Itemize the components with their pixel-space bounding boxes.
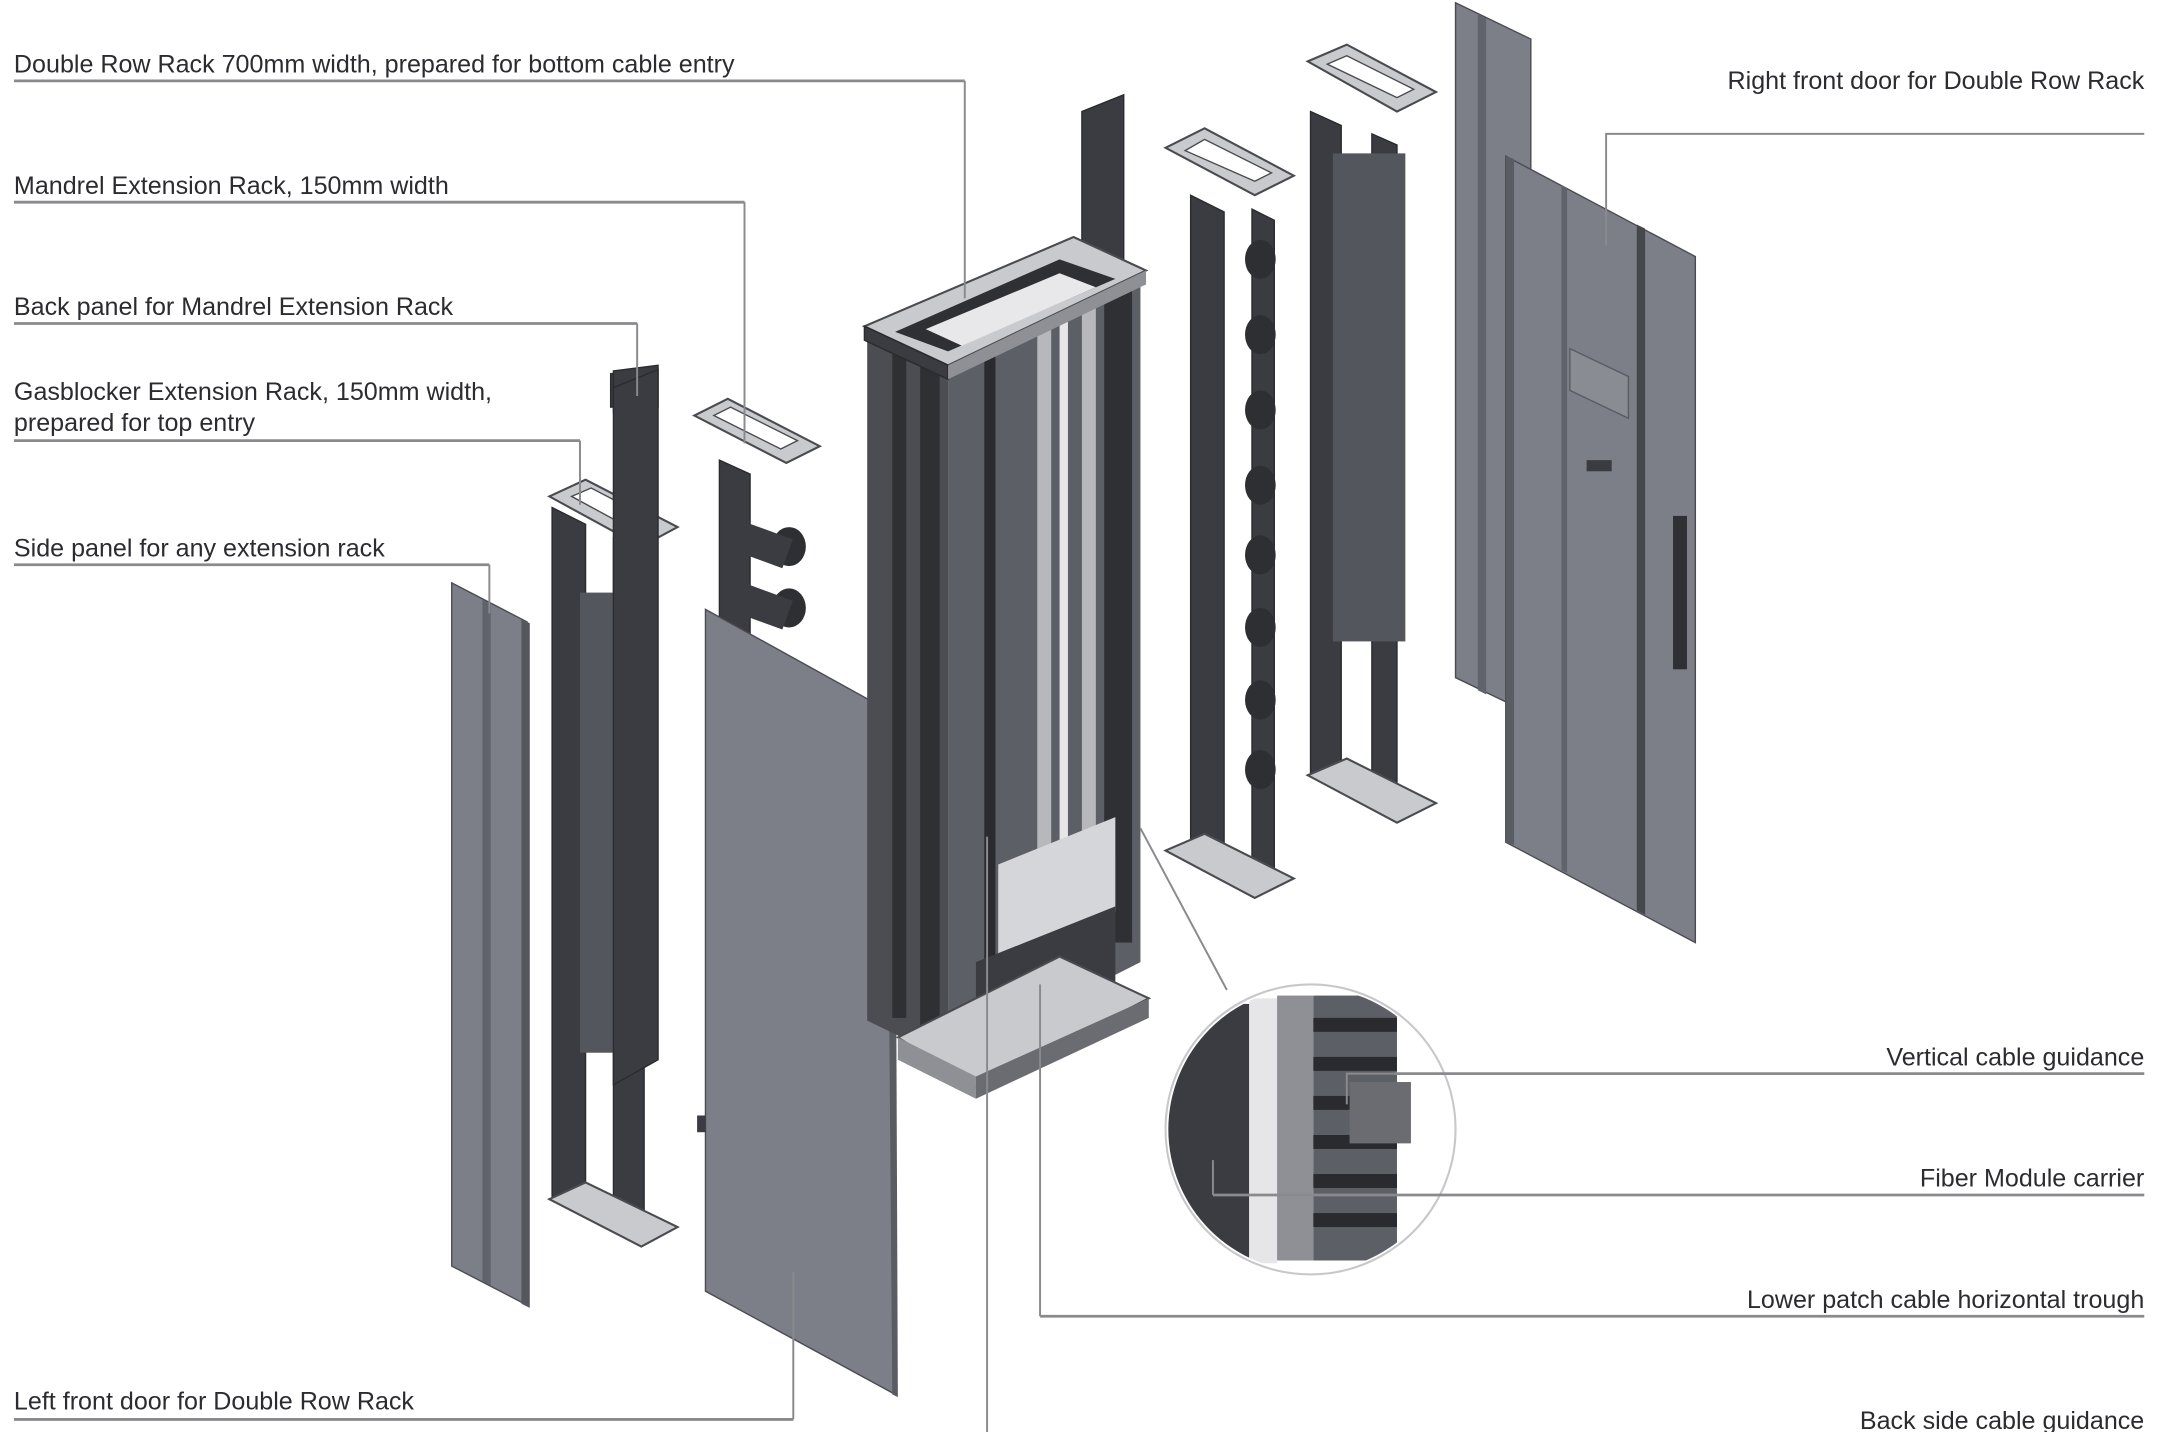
- svg-text:Left front door for Double Row: Left front door for Double Row Rack: [14, 1388, 414, 1416]
- label-fiber-module-carrier: Fiber Module carrier: [1211, 1160, 2144, 1197]
- right-front-door-part: [1505, 155, 1697, 944]
- mandrel-extension-rack-part: [691, 397, 823, 657]
- svg-text:Double Row Rack 700mm width, p: Double Row Rack 700mm width, prepared fo…: [14, 51, 735, 79]
- label-double-row-rack: Double Row Rack 700mm width, prepared fo…: [13, 51, 966, 299]
- svg-text:Lower patch cable horizontal t: Lower patch cable horizontal trough: [1747, 1286, 2144, 1314]
- mandrels: [1245, 239, 1276, 790]
- svg-text:prepared for top entry: prepared for top entry: [14, 409, 256, 437]
- svg-text:Side panel for any extension r: Side panel for any extension rack: [14, 534, 385, 562]
- svg-text:Gasblocker Extension Rack, 150: Gasblocker Extension Rack, 150mm width,: [14, 378, 492, 406]
- gasblocker-extension-rack-right-part: [1305, 43, 1439, 824]
- back-panel-mandrel-part: [612, 368, 659, 1086]
- mandrel-extension-rack-right-part: [1163, 127, 1297, 900]
- label-mandrel-extension-rack: Mandrel Extension Rack, 150mm width: [13, 172, 746, 444]
- svg-text:Mandrel Extension Rack, 150mm: Mandrel Extension Rack, 150mm width: [14, 172, 449, 200]
- detail-inset: [1139, 827, 1457, 1276]
- svg-text:Back side cable guidance: Back side cable guidance: [1860, 1407, 2144, 1432]
- svg-text:Right front door for Double Ro: Right front door for Double Row Rack: [1728, 67, 2145, 95]
- label-back-panel-mandrel: Back panel for Mandrel Extension Rack: [13, 293, 639, 396]
- svg-text:Back panel for Mandrel Extensi: Back panel for Mandrel Extension Rack: [14, 293, 454, 321]
- side-panel-part: [451, 581, 530, 1308]
- label-side-panel: Side panel for any extension rack: [13, 534, 491, 614]
- svg-text:Fiber Module carrier: Fiber Module carrier: [1920, 1165, 2144, 1193]
- label-lower-patch-trough: Lower patch cable horizontal trough: [1039, 984, 2144, 1318]
- label-back-side-cable-guidance: Back side cable guidance: [986, 836, 2144, 1432]
- label-right-front-door: Right front door for Double Row Rack: [1605, 67, 2145, 246]
- label-vertical-cable-guidance: Vertical cable guidance: [1345, 1043, 2144, 1105]
- svg-text:Vertical cable guidance: Vertical cable guidance: [1886, 1043, 2144, 1071]
- cable-guidance-columns: [892, 287, 1133, 1032]
- double-row-rack-part: [861, 93, 1152, 1099]
- door-lock-handle: [1673, 515, 1687, 670]
- label-left-front-door: Left front door for Double Row Rack: [13, 1271, 795, 1421]
- label-gasblocker-extension-rack: Gasblocker Extension Rack, 150mm width, …: [13, 378, 581, 505]
